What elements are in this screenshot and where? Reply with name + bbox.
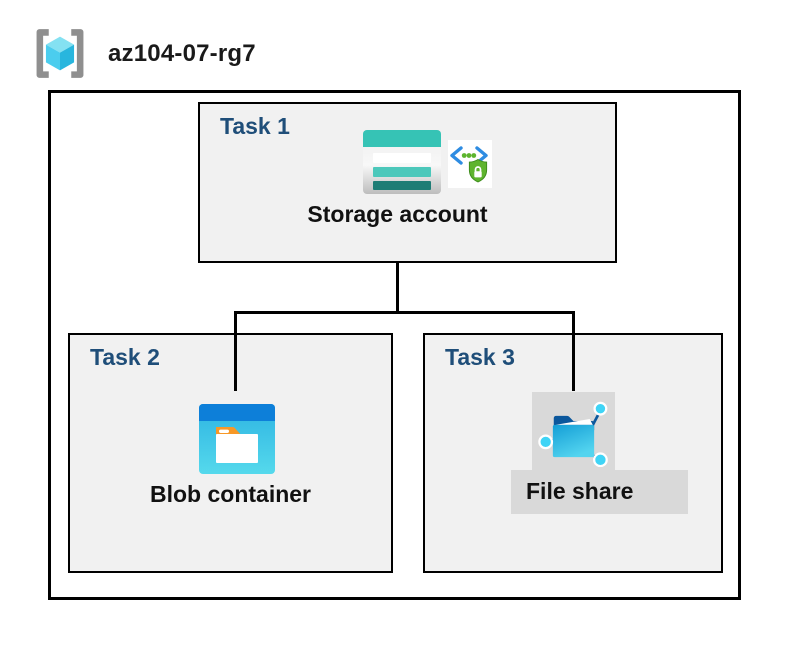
connector-to-blob bbox=[234, 311, 237, 391]
task-1-box: Task 1 Storag bbox=[198, 102, 617, 263]
resource-group-icon bbox=[36, 29, 84, 78]
task-3-label: Task 3 bbox=[445, 344, 515, 370]
file-share-label-highlight: File share bbox=[511, 470, 688, 514]
connector-storage-stem bbox=[396, 261, 399, 313]
storage-account-icon bbox=[363, 130, 441, 194]
connector-horizontal bbox=[234, 311, 575, 314]
resource-group-title: az104-07-rg7 bbox=[108, 39, 256, 67]
task-2-box: Task 2 Blob container bbox=[68, 333, 393, 573]
task-2-label: Task 2 bbox=[90, 344, 160, 370]
shared-access-signature-icon bbox=[448, 140, 492, 188]
connector-to-fileshare bbox=[572, 311, 575, 391]
file-share-label: File share bbox=[526, 478, 634, 504]
storage-account-label: Storage account bbox=[307, 201, 488, 227]
blob-container-label: Blob container bbox=[149, 481, 311, 507]
resource-group-header: az104-07-rg7 bbox=[30, 25, 256, 82]
blob-container-icon bbox=[199, 404, 275, 474]
task-1-label: Task 1 bbox=[220, 113, 290, 139]
file-share-icon bbox=[538, 401, 608, 467]
file-share-icon-highlight bbox=[532, 392, 615, 470]
